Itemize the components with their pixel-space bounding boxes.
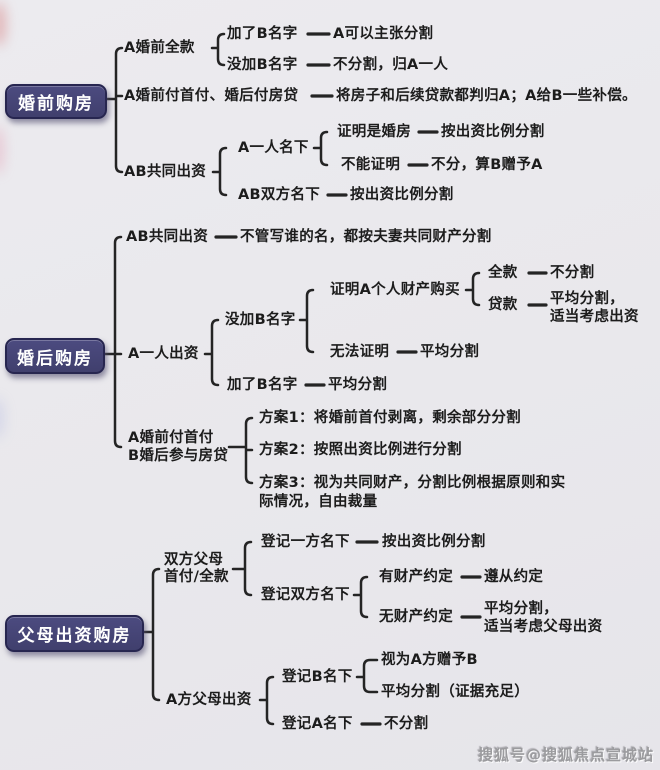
node-a-downpay-b-mortgage: A婚前付首付 B婚后参与房贷 bbox=[128, 429, 228, 465]
result-line: 际情况，自由裁量 bbox=[259, 494, 378, 510]
node-added-b-name: 加了B名字 bbox=[227, 26, 298, 42]
node-one-name-only: A一人名下 bbox=[238, 140, 309, 156]
result-line: 适当考虑父母出资 bbox=[484, 619, 603, 635]
result-line: 平均分割， bbox=[550, 291, 624, 307]
result-no-split-2: 不分割 bbox=[384, 716, 429, 732]
node-full-payment-post: 全款 bbox=[488, 265, 518, 281]
result-plan1: 方案1：将婚前首付剥离，剩余部分分割 bbox=[259, 410, 521, 426]
result-line: 平均分割， bbox=[484, 601, 558, 617]
result-gift-from-b-to-a: 不分，算B赠予A bbox=[431, 157, 543, 173]
node-label-line: 双方父母 bbox=[164, 552, 224, 568]
result-plan2: 方案2：按照出资比例进行分割 bbox=[259, 442, 462, 458]
result-line: 方案3：视为共同财产，分割比例根据原则和实 bbox=[259, 475, 566, 491]
root-premarriage: 婚前购房 bbox=[5, 84, 107, 119]
node-registered-a-name: 登记A名下 bbox=[282, 716, 353, 732]
result-split-by-contribution-1: 按出资比例分割 bbox=[441, 124, 545, 140]
result-line: 适当考虑出资 bbox=[550, 309, 639, 325]
result-split-by-contribution-2: 按出资比例分割 bbox=[350, 187, 454, 203]
node-label-line: B婚后参与房贷 bbox=[128, 448, 229, 464]
result-average-split-1: 平均分割 bbox=[420, 344, 480, 360]
root-parents-funding: 父母出资购房 bbox=[5, 615, 144, 652]
result-split-by-contribution-3: 按出资比例分割 bbox=[382, 534, 486, 550]
result-follow-agreement: 遵从约定 bbox=[484, 569, 544, 585]
result-plan3: 方案3：视为共同财产，分割比例根据原则和实 际情况，自由裁量 bbox=[259, 474, 565, 512]
result-average-split-consider-parents: 平均分割， 适当考虑父母出资 bbox=[484, 600, 602, 636]
node-registered-b-name: 登记B名下 bbox=[282, 669, 353, 685]
node-premarriage-joint-fund: AB共同出资 bbox=[124, 164, 207, 180]
result-no-split-belongs-a: 不分割，归A一人 bbox=[333, 57, 449, 73]
result-community-property-split: 不管写谁的名，都按夫妻共同财产分割 bbox=[240, 229, 492, 245]
node-both-names: AB双方名下 bbox=[238, 187, 321, 203]
result-average-split-2: 平均分割 bbox=[328, 377, 388, 393]
sohu-watermark: 搜狐号@搜狐焦点宣城站 bbox=[477, 746, 654, 764]
node-label-line: 首付/全款 bbox=[164, 569, 229, 585]
node-proved-marital-house: 证明是婚房 bbox=[337, 124, 411, 140]
node-a-sole-funding: A一人出资 bbox=[128, 346, 199, 362]
node-both-parents-downpay-full: 双方父母 首付/全款 bbox=[164, 552, 229, 586]
result-average-split-consider-funding: 平均分割， 适当考虑出资 bbox=[550, 290, 639, 326]
node-has-property-agreement: 有财产约定 bbox=[379, 569, 453, 585]
result-gift-from-a-to-b: 视为A方赠予B bbox=[381, 652, 478, 668]
node-no-b-name-post: 没加B名字 bbox=[225, 312, 296, 328]
result-no-split-1: 不分割 bbox=[550, 265, 595, 281]
node-loan: 贷款 bbox=[488, 297, 518, 313]
node-label-line: A婚前付首付 bbox=[128, 430, 214, 446]
node-premarriage-downpayment: A婚前付首付、婚后付房贷 bbox=[124, 88, 299, 104]
node-cannot-prove-2: 无法证明 bbox=[330, 344, 390, 360]
node-premarriage-full-payment: A婚前全款 bbox=[124, 40, 195, 56]
node-added-b-name-post: 加了B名字 bbox=[227, 377, 298, 393]
node-cannot-prove-1: 不能证明 bbox=[341, 157, 401, 173]
node-no-property-agreement: 无财产约定 bbox=[379, 609, 453, 625]
node-a-parents-funding: A方父母出资 bbox=[166, 692, 252, 708]
result-a-can-claim-split: A可以主张分割 bbox=[333, 26, 434, 42]
result-average-split-sufficient-evidence: 平均分割（证据充足） bbox=[381, 684, 529, 700]
node-registered-one-name: 登记一方名下 bbox=[261, 534, 350, 550]
node-proved-personal-funds: 证明A个人财产购买 bbox=[330, 282, 460, 298]
root-postmarriage: 婚后购房 bbox=[5, 338, 105, 374]
node-postmarriage-joint-fund: AB共同出资 bbox=[126, 229, 209, 245]
result-house-and-loan-to-a: 将房子和后续贷款都判归A；A给B一些补偿。 bbox=[336, 88, 637, 104]
node-registered-both-names: 登记双方名下 bbox=[261, 587, 350, 603]
node-no-b-name: 没加B名字 bbox=[227, 57, 298, 73]
